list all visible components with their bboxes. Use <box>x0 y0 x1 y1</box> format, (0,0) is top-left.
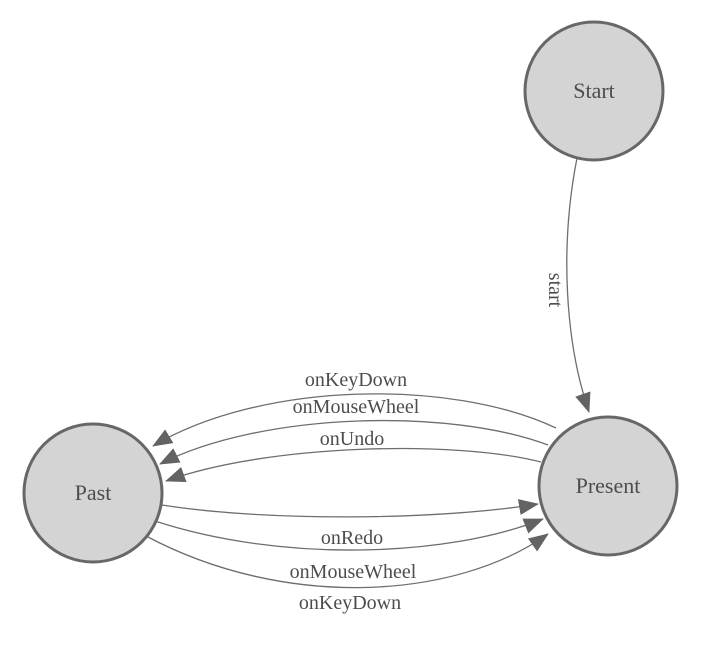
state-label-start: Start <box>573 78 615 103</box>
edge-label-onkeydown-top: onKeyDown <box>305 369 407 391</box>
edge-label-onredo: onRedo <box>321 527 383 549</box>
edge-past-to-present-onredo[interactable] <box>161 499 539 518</box>
state-node-past[interactable]: Past <box>22 422 164 564</box>
edge-label-onundo: onUndo <box>320 428 384 450</box>
state-circle-start[interactable] <box>523 20 665 162</box>
edge-present-to-past-onundo[interactable] <box>165 447 542 483</box>
edge-past-to-present-onmousewheel[interactable] <box>154 518 544 551</box>
edge-present-to-past-onmousewheel[interactable] <box>159 419 549 465</box>
edge-label-onmousewheel-bottom: onMouseWheel <box>290 561 417 583</box>
state-label-present: Present <box>576 473 641 498</box>
edge-label-start: start <box>544 273 566 308</box>
edge-past-to-present-onkeydown[interactable] <box>145 533 549 589</box>
edge-present-to-past-onkeydown[interactable] <box>152 393 557 447</box>
edge-label-onkeydown-bottom: onKeyDown <box>299 592 401 614</box>
state-node-present[interactable]: Present <box>537 415 679 557</box>
state-label-past: Past <box>75 480 112 505</box>
edge-start-to-present[interactable] <box>566 157 591 413</box>
edge-label-onmousewheel-top: onMouseWheel <box>293 396 420 418</box>
state-circle-present[interactable] <box>537 415 679 557</box>
state-circle-past[interactable] <box>22 422 164 564</box>
state-node-start[interactable]: Start <box>523 20 665 162</box>
